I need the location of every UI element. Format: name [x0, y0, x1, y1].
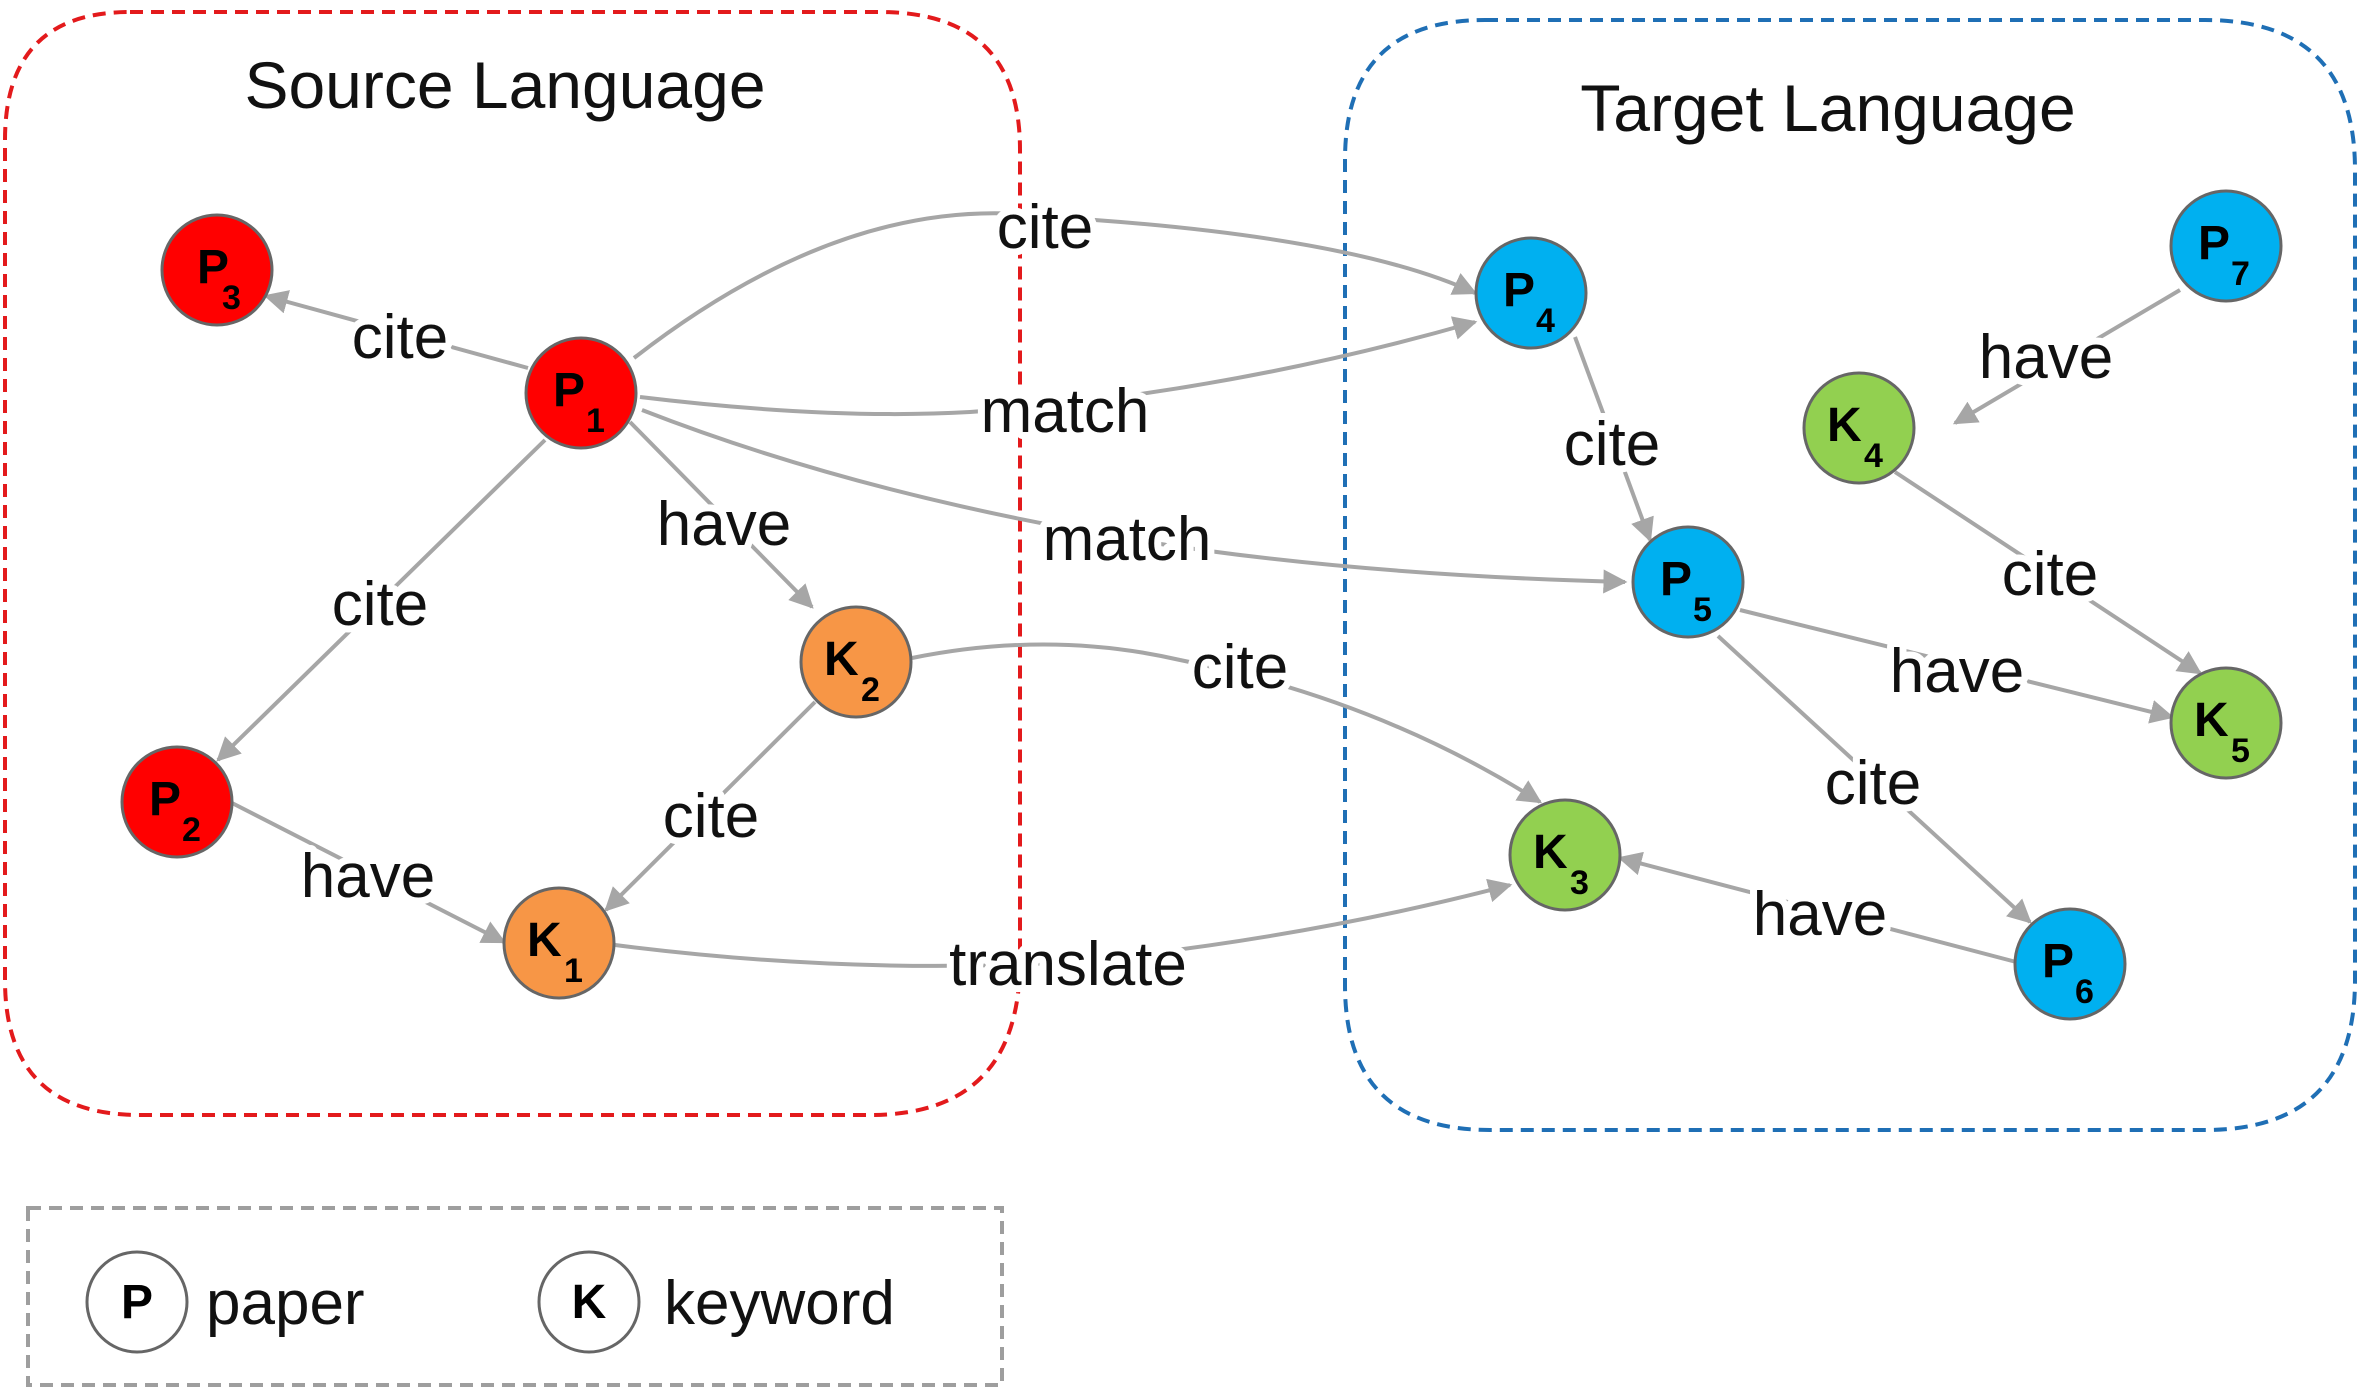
svg-text:3: 3 — [1570, 864, 1589, 902]
edge-p7-k4-have — [1952, 288, 2182, 425]
svg-text:1: 1 — [564, 952, 583, 990]
svg-text:2: 2 — [182, 811, 201, 849]
node-k2: K 2 — [799, 605, 913, 719]
node-p4: P 4 — [1474, 236, 1588, 350]
edge-k4-k5-cite — [1893, 470, 2203, 675]
edge-label-p4-p5: cite — [1564, 410, 1660, 479]
edge-label-p1-p2: cite — [332, 570, 428, 639]
nodes: P 3 P 1 P 2 K 2 K 1 P 4 P — [120, 189, 2283, 1021]
svg-text:4: 4 — [1864, 437, 1883, 475]
legend-item-keyword: K keyword — [537, 1250, 895, 1354]
edge-p2-k1-have — [231, 801, 507, 944]
target-region-label: Target Language — [1580, 71, 2075, 145]
node-p5: P 5 — [1631, 525, 1745, 639]
target-language-region: Target Language — [1343, 18, 2357, 1132]
svg-text:P: P — [1660, 553, 1692, 606]
edge-label-k2-k1: cite — [663, 782, 759, 851]
node-p6: P 6 — [2013, 907, 2127, 1021]
edge-p1-p3-cite — [263, 290, 529, 370]
svg-text:K: K — [1827, 399, 1862, 452]
edge-label-k4-k5: cite — [2002, 540, 2098, 609]
node-p2: P 2 — [120, 745, 234, 859]
svg-text:K: K — [572, 1276, 607, 1329]
edge-p1-p4-cite — [632, 211, 1478, 360]
source-region-label: Source Language — [244, 48, 765, 122]
node-p3: P 3 — [160, 213, 274, 327]
svg-text:4: 4 — [1536, 302, 1555, 340]
edge-k2-k1-cite — [604, 700, 817, 912]
edge-p6-k3-have — [1617, 851, 2021, 965]
edge-p1-k2-have — [628, 420, 814, 609]
edge-p1-p2-cite — [216, 438, 547, 762]
svg-text:P: P — [2042, 935, 2074, 988]
edge-p1-p5-match — [641, 408, 1628, 594]
svg-text:P: P — [553, 364, 585, 417]
node-k1: K 1 — [502, 886, 616, 1000]
edge-label-p1-k2: have — [657, 490, 791, 559]
svg-text:K: K — [824, 633, 859, 686]
svg-text:P: P — [2198, 217, 2230, 270]
edge-label-p5-k5: have — [1890, 637, 2024, 706]
edge-p5-k5-have — [1739, 608, 2175, 724]
svg-text:5: 5 — [2231, 732, 2250, 770]
edge-label-p1-p4-cite: cite — [997, 193, 1093, 262]
edge-label-k2-k3: cite — [1192, 633, 1288, 702]
svg-text:7: 7 — [2231, 255, 2250, 293]
svg-text:keyword: keyword — [664, 1269, 895, 1338]
node-p7: P 7 — [2169, 189, 2283, 303]
node-k3: K 3 — [1508, 798, 1622, 912]
edge-p4-p5-cite — [1573, 336, 1654, 543]
edge-p5-p6-cite — [1716, 634, 2032, 924]
edge-label-p1-p5-match: match — [1043, 505, 1212, 574]
edge-label-k1-k3: translate — [949, 930, 1187, 999]
svg-text:K: K — [1533, 826, 1568, 879]
edge-label-p2-k1: have — [301, 842, 435, 911]
edge-label-p5-p6: cite — [1825, 749, 1921, 818]
target-region-border — [1343, 18, 2357, 1132]
edge-label-p1-p3: cite — [352, 303, 448, 372]
node-p1: P 1 — [524, 336, 638, 450]
edges — [216, 211, 2203, 968]
svg-text:5: 5 — [1693, 591, 1712, 629]
svg-text:paper: paper — [206, 1269, 365, 1338]
edge-k1-k3-translate — [614, 878, 1513, 968]
svg-text:K: K — [527, 914, 562, 967]
legend-paper-icon — [85, 1250, 189, 1354]
svg-text:P: P — [149, 773, 181, 826]
svg-text:P: P — [1503, 264, 1535, 317]
node-k5: K 5 — [2169, 666, 2283, 780]
source-language-region: Source Language — [3, 10, 1022, 1117]
svg-text:P: P — [197, 241, 229, 294]
svg-text:6: 6 — [2075, 973, 2094, 1011]
legend-box — [26, 1206, 1004, 1387]
svg-text:P: P — [121, 1276, 153, 1329]
node-k4: K 4 — [1802, 371, 1916, 485]
svg-text:1: 1 — [586, 402, 605, 440]
svg-text:2: 2 — [861, 671, 880, 709]
svg-text:3: 3 — [222, 279, 241, 317]
edge-label-p6-k3: have — [1753, 880, 1887, 949]
edge-p1-p4-match — [639, 316, 1478, 417]
legend-item-paper: P paper — [85, 1250, 365, 1354]
edge-label-p1-p4-match: match — [981, 377, 1150, 446]
edge-k2-k3-cite — [911, 642, 1543, 804]
legend-keyword-icon — [537, 1250, 641, 1354]
svg-text:K: K — [2194, 694, 2229, 747]
legend: P paper K keyword — [26, 1206, 1004, 1387]
edge-labels: cite cite match match cite have cite cit… — [294, 186, 2120, 1006]
edge-label-p7-k4: have — [1979, 323, 2113, 392]
